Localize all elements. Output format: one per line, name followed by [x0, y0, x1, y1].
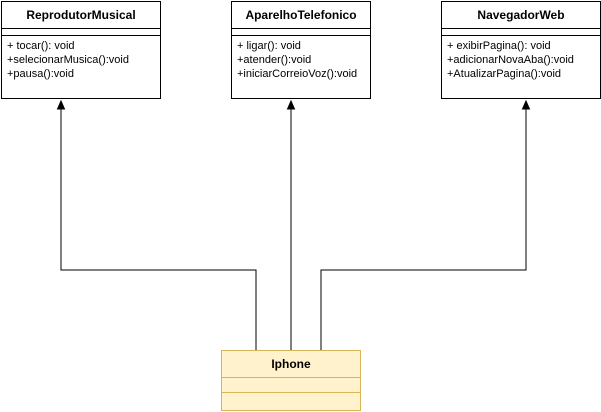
arrowhead-reprodutor: [56, 99, 66, 110]
method-atualizar-pagina: +AtualizarPagina():void: [447, 68, 562, 80]
methods-section: + ligar(): void +atender():void +iniciar…: [232, 36, 370, 81]
class-name: NavegadorWeb: [442, 2, 600, 29]
arrowhead-navegador: [521, 99, 531, 110]
methods-section: [222, 393, 360, 407]
method-exibir-pagina: + exibirPagina(): void: [447, 40, 551, 52]
class-aparelho-telefonico[interactable]: AparelhoTelefonico + ligar(): void +aten…: [231, 1, 371, 99]
method-tocar: + tocar(): void: [7, 40, 75, 52]
edge-iphone-reprodutor[interactable]: [60, 109, 257, 350]
class-name: ReprodutorMusical: [2, 2, 160, 29]
class-name: Iphone: [222, 351, 360, 378]
edge-iphone-navegador[interactable]: [320, 109, 527, 350]
method-ligar: + ligar(): void: [237, 40, 301, 52]
method-adicionar-nova-aba: +adicionarNovaAba():void: [447, 54, 574, 66]
attributes-section: [442, 29, 600, 36]
method-selecionar-musica: +selecionarMusica():void: [7, 54, 129, 66]
methods-section: + exibirPagina(): void +adicionarNovaAba…: [442, 36, 600, 81]
arrowhead-aparelho: [286, 99, 296, 110]
class-navegador-web[interactable]: NavegadorWeb + exibirPagina(): void +adi…: [441, 1, 601, 99]
attributes-section: [222, 378, 360, 393]
class-reprodutor-musical[interactable]: ReprodutorMusical + tocar(): void +selec…: [1, 1, 161, 99]
class-name: AparelhoTelefonico: [232, 2, 370, 29]
method-pausa: +pausa():void: [7, 68, 74, 80]
method-iniciar-correio-voz: +iniciarCorreioVoz():void: [237, 68, 358, 80]
class-iphone[interactable]: Iphone: [221, 350, 361, 411]
attributes-section: [2, 29, 160, 36]
methods-section: + tocar(): void +selecionarMusica():void…: [2, 36, 160, 81]
attributes-section: [232, 29, 370, 36]
method-atender: +atender():void: [237, 54, 312, 66]
